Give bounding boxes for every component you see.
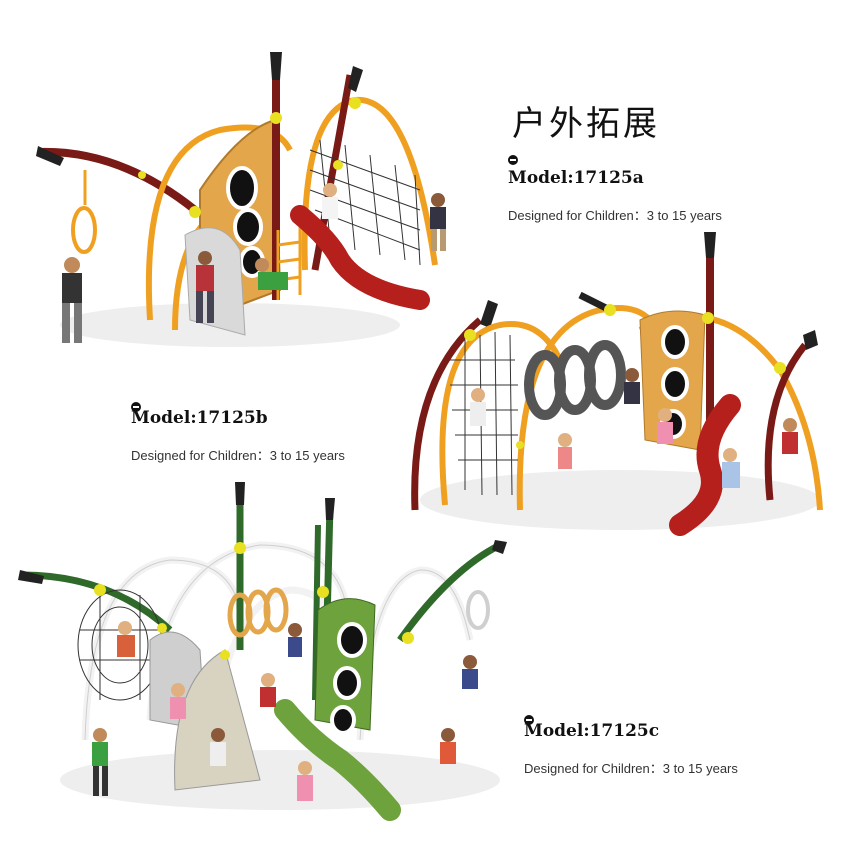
model-a-block bbox=[508, 155, 518, 165]
structure-17125c bbox=[18, 482, 507, 821]
model-b-label: Model:17125b bbox=[131, 408, 268, 428]
model-b-marker bbox=[131, 397, 141, 416]
page-title: 户外拓展 bbox=[512, 104, 660, 144]
child-figures-b bbox=[470, 368, 798, 488]
model-c-description: Designed for Children：3 to 15 years bbox=[524, 761, 738, 776]
model-c-marker bbox=[524, 710, 534, 729]
structure-17125a bbox=[36, 52, 446, 347]
child-figures-a bbox=[62, 183, 446, 343]
model-c-label: Model:17125c bbox=[524, 721, 660, 741]
model-b-description: Designed for Children：3 to 15 years bbox=[131, 448, 345, 463]
bullet-icon bbox=[131, 402, 141, 412]
model-a-description: Designed for Children：3 to 15 years bbox=[508, 208, 722, 223]
structure-17125b bbox=[411, 232, 823, 536]
model-a-label: Model:17125a bbox=[508, 168, 644, 188]
bullet-icon bbox=[508, 155, 518, 165]
model-a-heading bbox=[508, 155, 518, 165]
child-figures-c bbox=[92, 621, 478, 801]
bullet-icon bbox=[524, 715, 534, 725]
